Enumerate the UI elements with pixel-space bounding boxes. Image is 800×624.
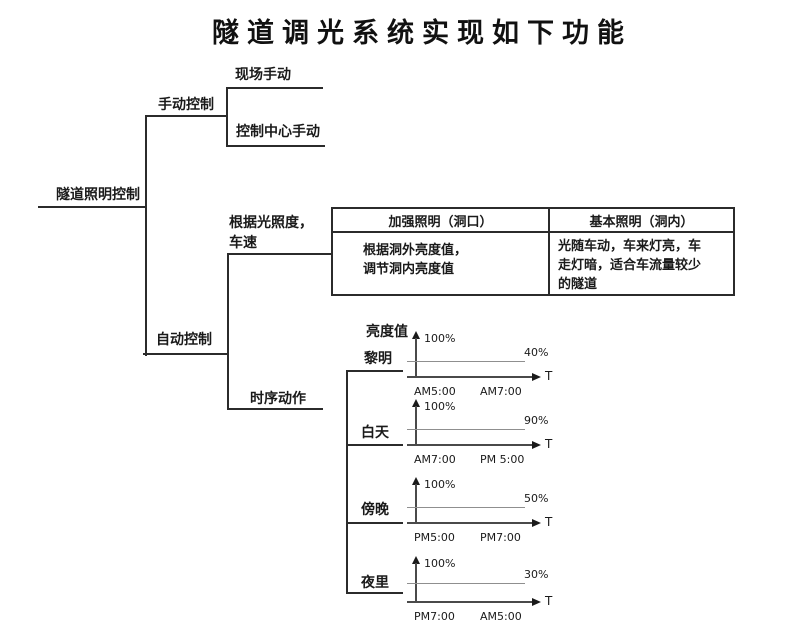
x-axis-label: T — [545, 437, 553, 451]
end-level-label: 50% — [524, 492, 549, 505]
time-end-label: AM7:00 — [480, 385, 522, 398]
y-max-label: 100% — [424, 557, 456, 570]
node-manual-label: 手动控制 — [158, 97, 214, 113]
y-axis-arrow-icon — [412, 477, 420, 485]
timing-graph-dawn: 100% 40% T AM5:00 AM7:00 — [405, 331, 570, 401]
time-end-label: AM5:00 — [480, 610, 522, 623]
root-underline — [38, 206, 147, 208]
season-underline-day — [346, 444, 403, 446]
y-max-label: 100% — [424, 478, 456, 491]
table-cell-enhanced: 根据洞外亮度值， 调节洞内亮度值 — [333, 233, 550, 294]
x-axis-line — [407, 601, 534, 603]
end-level-label: 30% — [524, 568, 549, 581]
y-axis-arrow-icon — [412, 331, 420, 339]
x-axis-arrow-icon — [532, 598, 541, 606]
season-label-night: 夜里 — [361, 575, 389, 591]
x-axis-label: T — [545, 515, 553, 529]
brightness-level-line — [407, 583, 525, 584]
node-light-speed-label: 根据光照度， 车速 — [229, 215, 313, 251]
y-axis-line — [415, 338, 417, 377]
y-axis-line — [415, 406, 417, 445]
timing-graph-night: 100% 30% T PM7:00 AM5:00 — [405, 556, 570, 624]
time-start-label: AM5:00 — [414, 385, 456, 398]
x-axis-arrow-icon — [532, 519, 541, 527]
time-start-label: PM7:00 — [414, 610, 455, 623]
node-onsite-label: 现场手动 — [235, 67, 291, 83]
season-label-dawn: 黎明 — [364, 351, 392, 367]
season-spine — [346, 370, 348, 594]
y-axis-arrow-icon — [412, 556, 420, 564]
node-center-label: 控制中心手动 — [236, 124, 320, 140]
x-axis-label: T — [545, 369, 553, 383]
y-max-label: 100% — [424, 400, 456, 413]
x-axis-line — [407, 376, 534, 378]
auto-children-spine — [227, 253, 229, 410]
x-axis-arrow-icon — [532, 373, 541, 381]
y-axis-line — [415, 484, 417, 523]
y-axis-line — [415, 563, 417, 602]
timing-graph-evening: 100% 50% T PM5:00 PM7:00 — [405, 477, 570, 547]
timing-underline — [227, 408, 323, 410]
table-cell-basic: 光随车动，车来灯亮，车 走灯暗，适合车流量较少 的隧道 — [558, 239, 702, 292]
center-underline — [226, 145, 325, 147]
x-axis-label: T — [545, 594, 553, 608]
table-header-basic: 基本照明（洞内） — [550, 209, 733, 233]
time-start-label: PM5:00 — [414, 531, 455, 544]
season-label-day: 白天 — [361, 425, 389, 441]
brightness-level-line — [407, 507, 525, 508]
y-axis-arrow-icon — [412, 399, 420, 407]
trunk-line — [145, 115, 147, 356]
end-level-label: 40% — [524, 346, 549, 359]
x-axis-line — [407, 522, 534, 524]
lighting-table: 加强照明（洞口） 基本照明（洞内） 根据洞外亮度值， 调节洞内亮度值 光随车动，… — [331, 207, 735, 296]
y-max-label: 100% — [424, 332, 456, 345]
x-axis-line — [407, 444, 534, 446]
timing-graph-day: 100% 90% T AM7:00 PM 5:00 — [405, 399, 570, 469]
season-underline-evening — [346, 522, 403, 524]
manual-children-spine — [226, 87, 228, 147]
auto-underline — [143, 353, 229, 355]
node-root-label: 隧道照明控制 — [56, 187, 140, 203]
end-level-label: 90% — [524, 414, 549, 427]
onsite-underline — [226, 87, 323, 89]
brightness-level-line — [407, 361, 525, 362]
season-underline-dawn — [346, 370, 403, 372]
x-axis-arrow-icon — [532, 441, 541, 449]
node-timing-label: 时序动作 — [250, 391, 306, 407]
season-underline-night — [346, 592, 403, 594]
time-start-label: AM7:00 — [414, 453, 456, 466]
brightness-axis-title: 亮度值 — [366, 324, 408, 340]
light-speed-underline — [227, 253, 333, 255]
manual-underline — [145, 115, 228, 117]
node-auto-label: 自动控制 — [156, 332, 212, 348]
time-end-label: PM 5:00 — [480, 453, 525, 466]
page-title: 隧道调光系统实现如下功能 — [212, 18, 632, 49]
table-header-enhanced: 加强照明（洞口） — [333, 209, 550, 233]
season-label-evening: 傍晚 — [361, 502, 389, 518]
time-end-label: PM7:00 — [480, 531, 521, 544]
brightness-level-line — [407, 429, 525, 430]
